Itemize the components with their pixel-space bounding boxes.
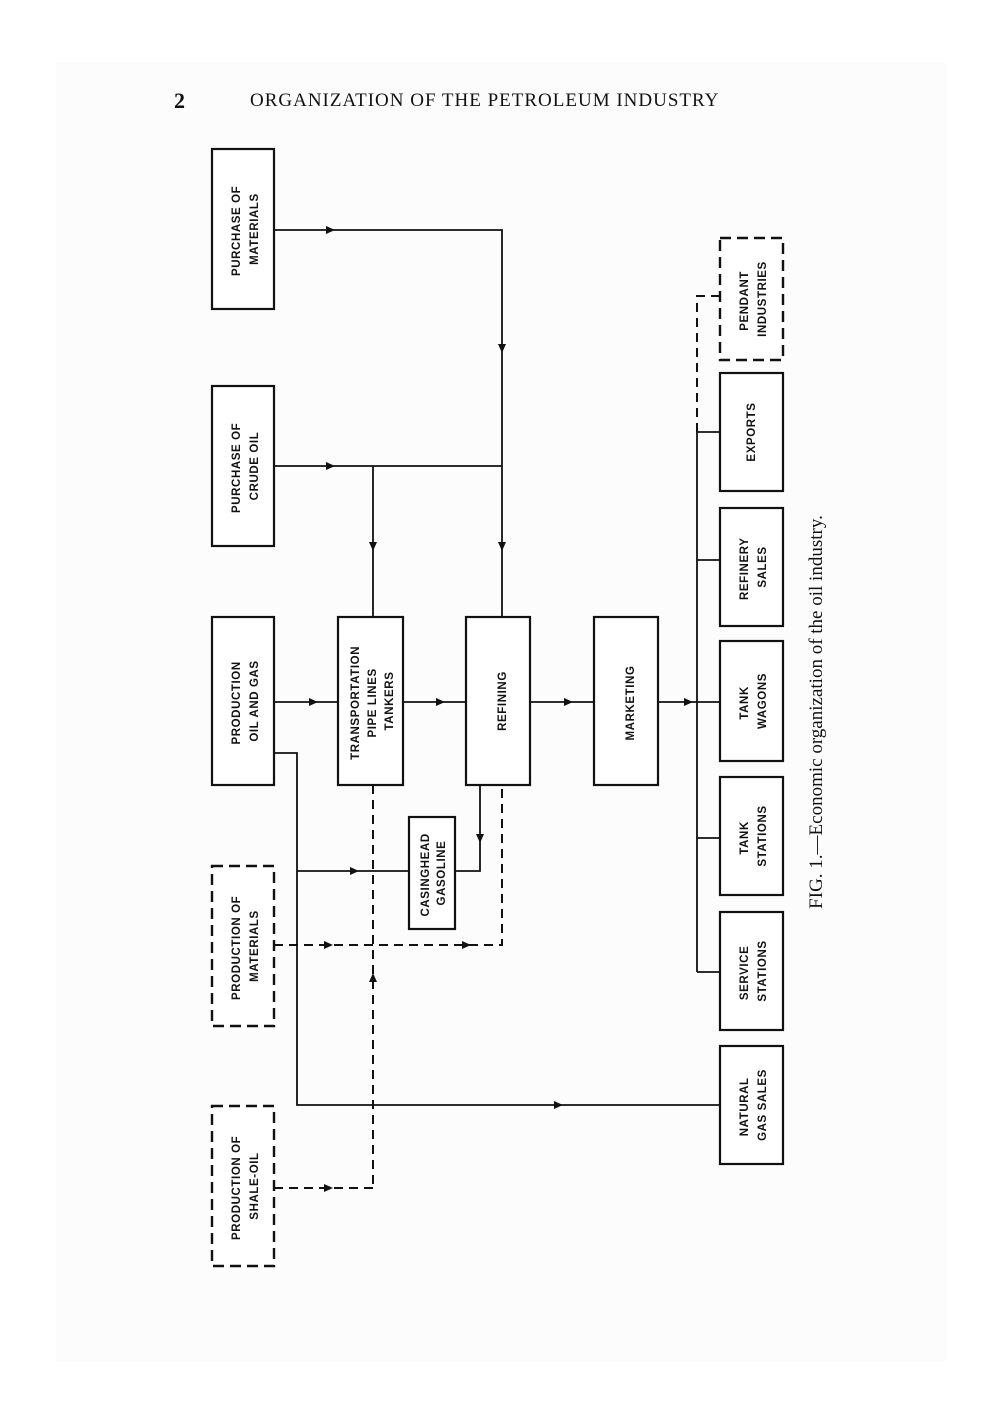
box-purchase-materials bbox=[210, 147, 276, 311]
label-refinery-sales: REFINERY SALES bbox=[739, 534, 769, 600]
line-purchase-materials bbox=[274, 229, 503, 617]
box-pendant-industries bbox=[718, 236, 785, 362]
label-purchase-crude: PURCHASE OF CRUDE OIL bbox=[231, 419, 261, 513]
dashed-connectors bbox=[274, 295, 720, 1189]
figure-number: FIG. 1. bbox=[806, 854, 827, 908]
label-production-oil-gas: PRODUCTION OIL AND GAS bbox=[231, 657, 261, 744]
label-tank-stations: TANK STATIONS bbox=[739, 805, 769, 866]
label-refining: REFINING bbox=[497, 671, 509, 731]
running-head: ORGANIZATION OF THE PETROLEUM INDUSTRY bbox=[250, 90, 720, 111]
box-marketing bbox=[592, 615, 660, 787]
label-marketing: MARKETING bbox=[625, 665, 637, 740]
figure-caption-text: —Economic organization of the oil indust… bbox=[806, 515, 827, 855]
page-number: 2 bbox=[174, 88, 185, 113]
box-casinghead bbox=[407, 815, 457, 931]
box-natural-gas-sales bbox=[718, 1044, 785, 1166]
label-natural-gas-sales: NATURAL GAS SALES bbox=[739, 1069, 769, 1141]
line-casinghead-to-refining bbox=[455, 785, 481, 872]
label-purchase-materials: PURCHASE OF MATERIALS bbox=[231, 182, 261, 276]
label-exports: EXPORTS bbox=[746, 402, 758, 461]
box-tank-stations bbox=[718, 775, 785, 897]
box-labels: PURCHASE OF MATERIALS PURCHASE OF CRUDE … bbox=[231, 182, 769, 1240]
page-header: 2 ORGANIZATION OF THE PETROLEUM INDUSTRY bbox=[0, 88, 1000, 118]
figure-caption: FIG. 1.—Economic organization of the oil… bbox=[806, 515, 827, 909]
box-production-oil-gas bbox=[210, 615, 276, 787]
label-casinghead: CASINGHEAD GASOLINE bbox=[420, 829, 448, 916]
line-pendant-link bbox=[696, 295, 720, 432]
label-pendant-industries: PENDANT INDUSTRIES bbox=[739, 261, 769, 337]
label-production-shale: PRODUCTION OF SHALE-OIL bbox=[231, 1132, 261, 1240]
boxes bbox=[210, 147, 785, 1268]
box-production-shale bbox=[210, 1104, 276, 1268]
line-materials-to-refining bbox=[274, 785, 503, 946]
box-refining bbox=[464, 615, 532, 787]
box-exports bbox=[718, 371, 785, 493]
box-production-materials bbox=[210, 864, 276, 1028]
box-refinery-sales bbox=[718, 506, 785, 628]
box-transportation bbox=[336, 615, 405, 787]
connectors bbox=[274, 229, 720, 1106]
label-tank-wagons: TANK WAGONS bbox=[739, 673, 769, 729]
label-transportation: TRANSPORTATION PIPE LINES TANKERS bbox=[350, 642, 396, 760]
label-production-materials: PRODUCTION OF MATERIALS bbox=[231, 892, 261, 1000]
line-production-gas bbox=[274, 752, 720, 1106]
box-tank-wagons bbox=[718, 639, 785, 763]
box-purchase-crude bbox=[210, 384, 276, 548]
box-service-stations bbox=[718, 910, 785, 1032]
label-service-stations: SERVICE STATIONS bbox=[739, 940, 769, 1001]
